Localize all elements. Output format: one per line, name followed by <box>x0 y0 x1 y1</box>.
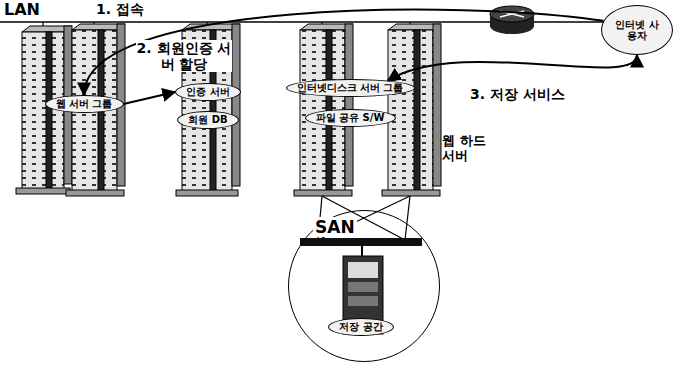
node-text-box: 파일 공유 S/W <box>316 112 385 124</box>
web-server-group: 웹 서버 그룹 <box>45 95 124 113</box>
auth-server: 인증 서버 <box>175 83 241 101</box>
node-label: 저장 공간 <box>339 321 382 333</box>
node-text-box: 저장 공간 <box>339 321 382 333</box>
node-label: 회원 DB <box>188 114 227 126</box>
flow-arrow <box>388 55 637 81</box>
storage-space: 저장 공간 <box>328 318 394 336</box>
file-share-sw: 파일 공유 S/W <box>305 109 396 127</box>
flow-arrow <box>124 92 176 104</box>
step-label: 3. 저장 서비스 <box>470 86 565 102</box>
step-label: 2. 회원인증 서버 할당 <box>136 40 232 72</box>
web-hard-label: 웹 하드 서버 <box>442 134 500 164</box>
node-label: 인터넷디스크 서버 그룹 <box>297 82 404 94</box>
node-text-box: 인터넷 사용자 <box>612 19 662 42</box>
disk-server-group: 인터넷디스크 서버 그룹 <box>286 79 415 97</box>
san-title: SAN <box>313 217 357 237</box>
node-text-box: 웹 서버 그룹 <box>56 98 113 110</box>
node-text-box: 회원 DB <box>188 114 227 126</box>
server-towers <box>16 24 441 196</box>
node-text-box: 인터넷디스크 서버 그룹 <box>297 82 404 94</box>
node-label: 웹 서버 그룹 <box>56 98 113 110</box>
node-text-box: 인증 서버 <box>186 86 229 98</box>
user-ellipse: 인터넷 사용자 <box>601 5 673 55</box>
step-label: 1. 접속 <box>96 1 144 17</box>
router-icon <box>490 6 534 34</box>
member-db: 회원 DB <box>177 111 239 129</box>
node-label: 파일 공유 S/W <box>316 112 385 124</box>
node-label: 인증 서버 <box>186 86 229 98</box>
node-label: 인터넷 사용자 <box>612 19 662 42</box>
lan-label: LAN <box>4 1 40 19</box>
san-circle: SAN 저장 공간 <box>288 210 440 362</box>
